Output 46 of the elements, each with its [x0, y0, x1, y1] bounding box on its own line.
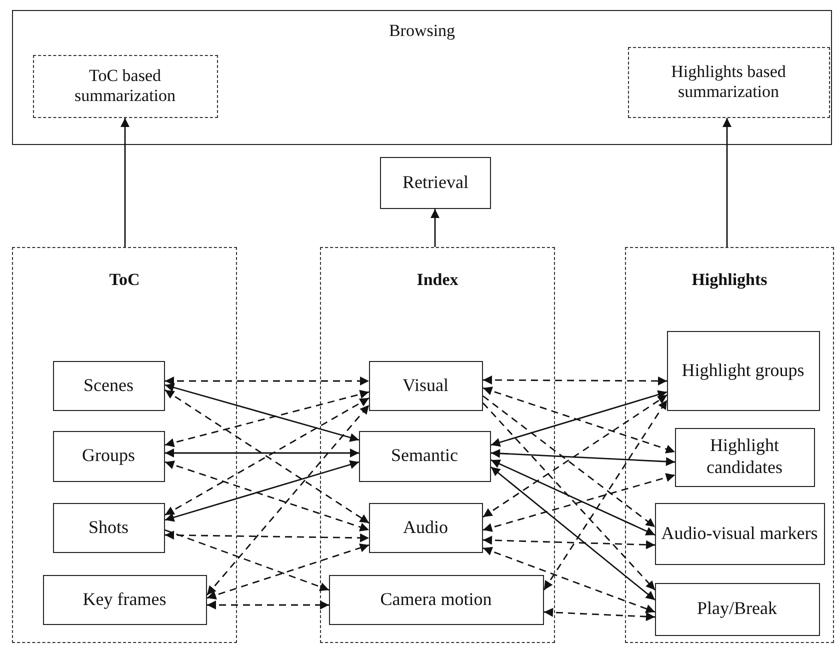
- dashed-group: [625, 247, 834, 643]
- process-box: Groups: [52, 430, 164, 482]
- dashed-box: Highlights based summarization: [628, 46, 830, 118]
- process-box: Semantic: [358, 430, 490, 482]
- arrow: [207, 600, 329, 610]
- arrow: [483, 376, 667, 386]
- arrow: [490, 448, 676, 466]
- heading: Highlights: [690, 270, 770, 290]
- arrow: [482, 402, 656, 590]
- arrow: [722, 118, 732, 247]
- arrow: [482, 536, 656, 550]
- arrow: [164, 460, 370, 532]
- process-box: Key frames: [42, 574, 206, 624]
- process-box: Visual: [368, 360, 482, 410]
- process-box: Highlight candidates: [674, 428, 814, 486]
- process-box: Highlight groups: [666, 330, 820, 410]
- browsing-panel: [12, 10, 832, 145]
- arrow: [482, 546, 656, 614]
- arrow: [544, 608, 656, 622]
- arrow: [164, 390, 370, 448]
- arrow: [164, 529, 330, 592]
- arrow: [164, 383, 360, 442]
- dashed-group: [12, 247, 237, 643]
- process-box: Retrieval: [380, 157, 491, 209]
- arrow: [164, 460, 360, 522]
- arrow: [482, 386, 676, 454]
- process-box: Camera motion: [328, 574, 544, 624]
- arrow: [490, 466, 656, 601]
- process-box: Audio: [368, 502, 482, 552]
- arrow: [165, 448, 359, 458]
- arrow: [206, 544, 370, 600]
- dashed-box: ToC based summarization: [32, 54, 218, 118]
- process-box: Audio-visual markers: [654, 502, 824, 564]
- arrow: [120, 118, 130, 247]
- arrow: [165, 530, 369, 542]
- process-box: Scenes: [52, 360, 164, 410]
- arrow: [430, 209, 440, 247]
- arrow: [490, 390, 668, 447]
- arrow: [206, 404, 370, 596]
- process-box: Shots: [52, 502, 164, 552]
- arrow: [165, 376, 369, 386]
- process-box: Play/Break: [654, 582, 820, 636]
- arrow: [543, 400, 668, 590]
- arrow: [490, 459, 656, 536]
- arrow: [482, 473, 676, 532]
- dashed-group: [320, 247, 555, 643]
